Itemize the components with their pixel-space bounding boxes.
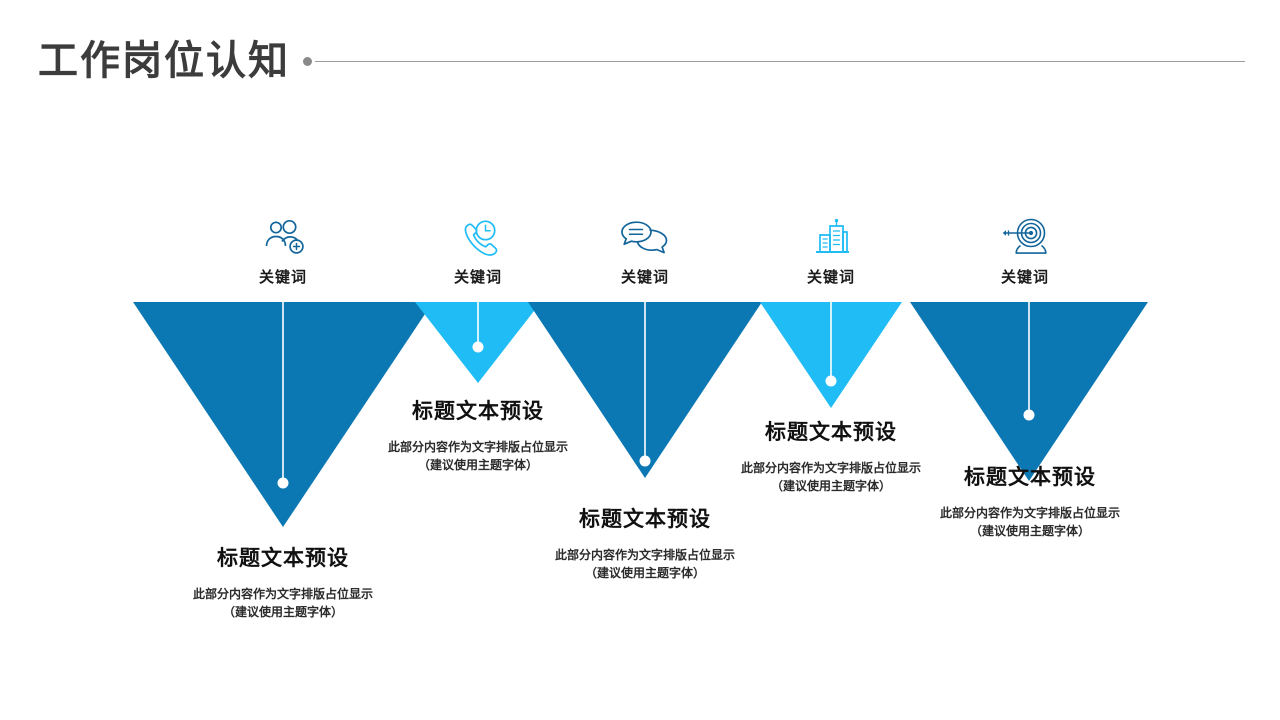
connector-dot-3 (639, 455, 651, 467)
connector-dot-1 (277, 477, 289, 489)
keyword-label-3: 关键词 (620, 269, 669, 286)
text-title-5: 标题文本预设 (964, 466, 1096, 489)
keyword-group-4[interactable]: 关键词 (761, 217, 901, 287)
add-user-icon (265, 219, 304, 254)
text-block-1: 标题文本预设 此部分内容作为文字排版占位显示 （建议使用主题字体） (133, 545, 433, 621)
chat-bubbles-icon (621, 221, 668, 254)
text-block-5: 标题文本预设 此部分内容作为文字排版占位显示 （建议使用主题字体） (880, 464, 1180, 540)
text-desc-line2-3: （建议使用主题字体） (584, 566, 705, 580)
text-desc-line1-3: 此部分内容作为文字排版占位显示 (554, 548, 735, 562)
text-desc-4: 此部分内容作为文字排版占位显示 （建议使用主题字体） (681, 459, 981, 495)
page-title: 工作岗位认知 (38, 39, 290, 83)
text-desc-line1-5: 此部分内容作为文字排版占位显示 (939, 506, 1120, 520)
text-block-3: 标题文本预设 此部分内容作为文字排版占位显示 （建议使用主题字体） (495, 506, 795, 582)
text-title-1: 标题文本预设 (217, 547, 349, 570)
keyword-group-2[interactable]: 关键词 (408, 217, 548, 287)
text-desc-line2-4: （建议使用主题字体） (770, 479, 891, 493)
connector-dot-2 (472, 341, 484, 353)
city-buildings-icon (816, 218, 849, 253)
keyword-label-1: 关键词 (258, 269, 307, 286)
text-desc-3: 此部分内容作为文字排版占位显示 （建议使用主题字体） (495, 546, 795, 582)
connector-dot-5 (1023, 409, 1035, 421)
phone-clock-icon (464, 220, 498, 256)
text-desc-line1-2: 此部分内容作为文字排版占位显示 (387, 440, 568, 454)
keyword-label-4: 关键词 (806, 269, 855, 286)
connector-dot-4 (825, 375, 837, 387)
slide-header: 工作岗位认知 (0, 30, 1280, 92)
text-desc-line2-2: （建议使用主题字体） (417, 458, 538, 472)
text-block-4: 标题文本预设 此部分内容作为文字排版占位显示 （建议使用主题字体） (681, 419, 981, 495)
text-desc-line2-1: （建议使用主题字体） (222, 605, 343, 619)
text-title-4: 标题文本预设 (765, 421, 897, 444)
text-desc-line1-4: 此部分内容作为文字排版占位显示 (740, 461, 921, 475)
text-title-2: 标题文本预设 (412, 400, 544, 423)
text-title-3: 标题文本预设 (579, 508, 711, 531)
target-arrow-icon (1002, 218, 1047, 254)
keyword-group-1[interactable]: 关键词 (213, 217, 353, 287)
keyword-label-2: 关键词 (453, 269, 502, 286)
text-desc-5: 此部分内容作为文字排版占位显示 （建议使用主题字体） (880, 504, 1180, 540)
text-desc-line1-1: 此部分内容作为文字排版占位显示 (192, 587, 373, 601)
header-bullet-dot (303, 57, 312, 66)
text-desc-line2-5: （建议使用主题字体） (969, 524, 1090, 538)
text-block-2: 标题文本预设 此部分内容作为文字排版占位显示 （建议使用主题字体） (328, 398, 628, 474)
text-desc-1: 此部分内容作为文字排版占位显示 （建议使用主题字体） (133, 585, 433, 621)
text-desc-2: 此部分内容作为文字排版占位显示 （建议使用主题字体） (328, 438, 628, 474)
keyword-label-5: 关键词 (1000, 269, 1049, 286)
keyword-group-3[interactable]: 关键词 (575, 217, 715, 287)
keyword-group-5[interactable]: 关键词 (955, 217, 1095, 287)
header-divider-line (315, 61, 1245, 62)
